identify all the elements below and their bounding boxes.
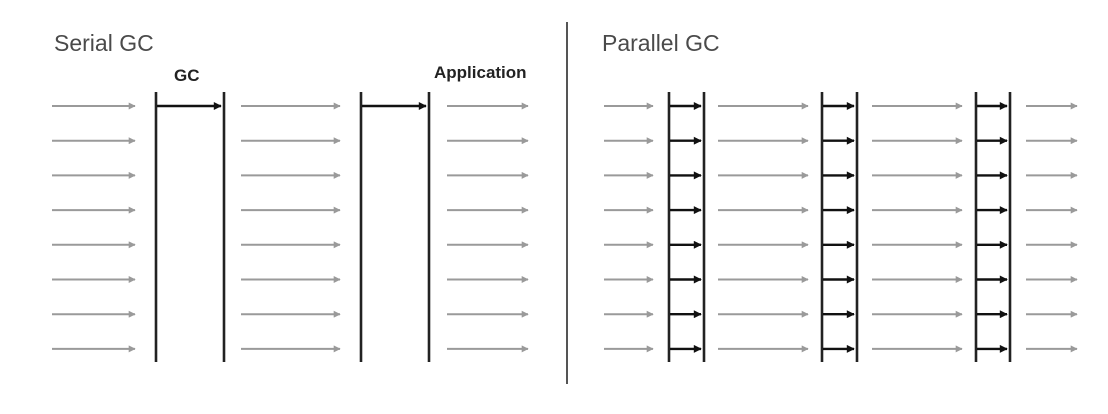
- serial-gc-title: Serial GC: [54, 30, 154, 56]
- gc-pause-bars: [154, 92, 1012, 362]
- gc-label: GC: [174, 66, 200, 85]
- thread-arrows: [52, 102, 1078, 353]
- parallel-gc-title: Parallel GC: [602, 30, 720, 56]
- application-label: Application: [434, 63, 527, 82]
